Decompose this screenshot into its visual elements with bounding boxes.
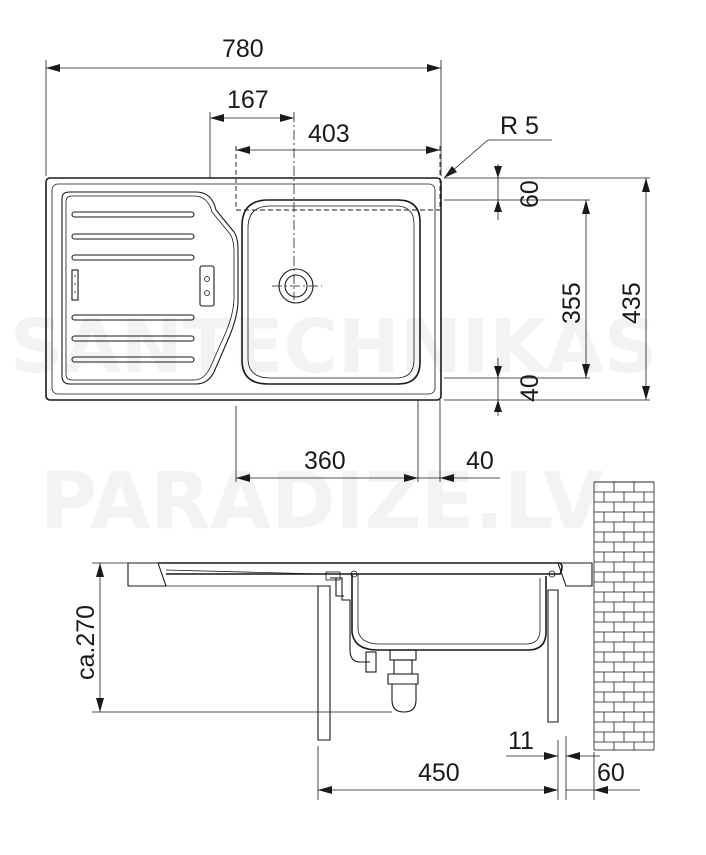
- label-wall-gap: 11: [508, 727, 534, 755]
- dim-corner-radius: R 5: [443, 112, 552, 179]
- label-overall-depth: 435: [618, 282, 646, 324]
- dim-right-verticals: 60 355 435 40: [444, 164, 650, 416]
- drainer-ribs: [71, 211, 195, 363]
- label-bowl-bottom-margin: 40: [516, 374, 544, 402]
- dim-bottom-horizontals: 360 40: [235, 400, 500, 482]
- dim-side-height: ca.270: [72, 562, 392, 713]
- label-bowl-top-margin: 60: [516, 180, 544, 208]
- label-bowl-width: 403: [308, 120, 350, 148]
- top-view-sink: [45, 112, 442, 401]
- brick-wall: [593, 481, 655, 751]
- label-corner-radius: R 5: [500, 112, 539, 140]
- label-bowl-inner-width: 360: [304, 447, 346, 475]
- watermark-line2: PARADIZE.LV: [40, 457, 603, 547]
- label-drainer-offset: 167: [227, 86, 269, 114]
- label-wall-offset: 60: [597, 759, 625, 787]
- label-overall-width: 780: [222, 35, 264, 63]
- side-view-sink: [127, 562, 593, 741]
- label-side-height: ca.270: [72, 605, 100, 680]
- label-bowl-side-margin: 40: [466, 447, 494, 475]
- dim-drainer-offset: 167: [209, 86, 294, 178]
- dim-bowl-width: 403: [236, 120, 440, 154]
- label-cabinet-depth: 450: [418, 759, 460, 787]
- dim-side-horizontals: 11 450 60: [317, 727, 640, 800]
- dim-overall-width: 780: [45, 35, 442, 176]
- label-bowl-depth: 355: [558, 282, 586, 324]
- watermark-line1: SANTECHNIKAS: [10, 304, 657, 390]
